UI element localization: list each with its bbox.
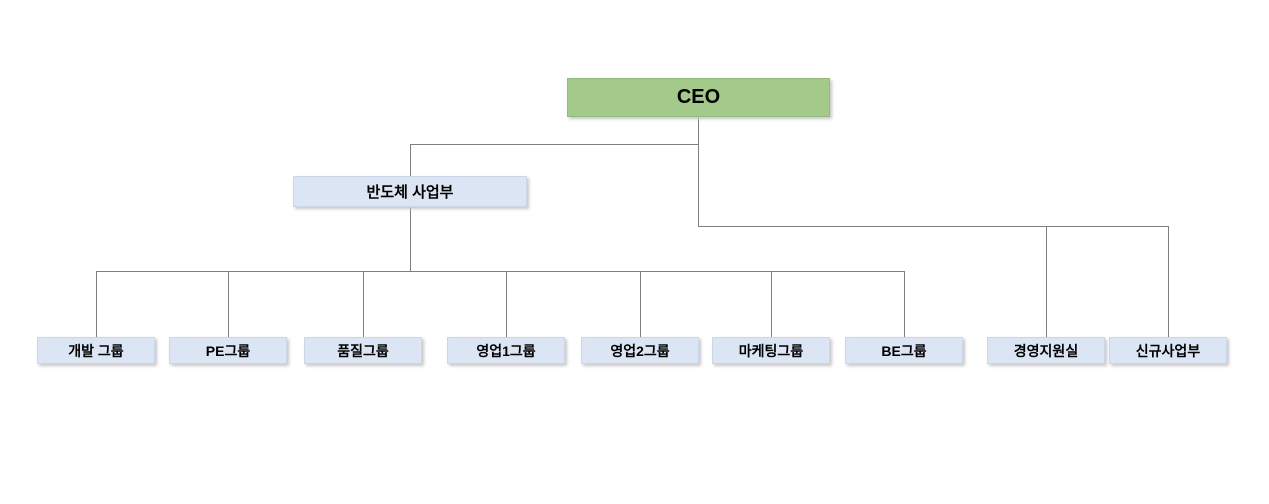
org-node-ceo: CEO — [567, 78, 830, 117]
connector-drop-quality-group — [363, 271, 364, 337]
org-node-dev-group: 개발 그룹 — [37, 337, 155, 364]
org-node-quality-group: 품질그룹 — [304, 337, 422, 364]
org-node-sales2-group: 영업2그룹 — [581, 337, 699, 364]
connector-drop-management-support — [1046, 226, 1047, 337]
connector-division-stem — [410, 207, 411, 271]
connector-groups-bus — [96, 271, 905, 272]
org-node-marketing-group: 마케팅그룹 — [712, 337, 830, 364]
org-node-be-group: BE그룹 — [845, 337, 963, 364]
connector-drop-be-group — [904, 271, 905, 337]
org-node-new-business: 신규사업부 — [1109, 337, 1227, 364]
connector-division-drop — [410, 144, 411, 176]
org-node-pe-group: PE그룹 — [169, 337, 287, 364]
connector-drop-pe-group — [228, 271, 229, 337]
connector-drop-sales2-group — [640, 271, 641, 337]
connector-drop-sales1-group — [506, 271, 507, 337]
org-node-management-support: 경영지원실 — [987, 337, 1105, 364]
org-node-sales1-group: 영업1그룹 — [447, 337, 565, 364]
org-node-semiconductor-division: 반도체 사업부 — [293, 176, 527, 207]
connector-drop-marketing-group — [771, 271, 772, 337]
connector-ceo-stem — [698, 117, 699, 226]
connector-drop-dev-group — [96, 271, 97, 337]
connector-branch-to-division — [410, 144, 699, 145]
connector-branch-to-staff — [698, 226, 1169, 227]
connector-drop-new-business — [1168, 226, 1169, 337]
